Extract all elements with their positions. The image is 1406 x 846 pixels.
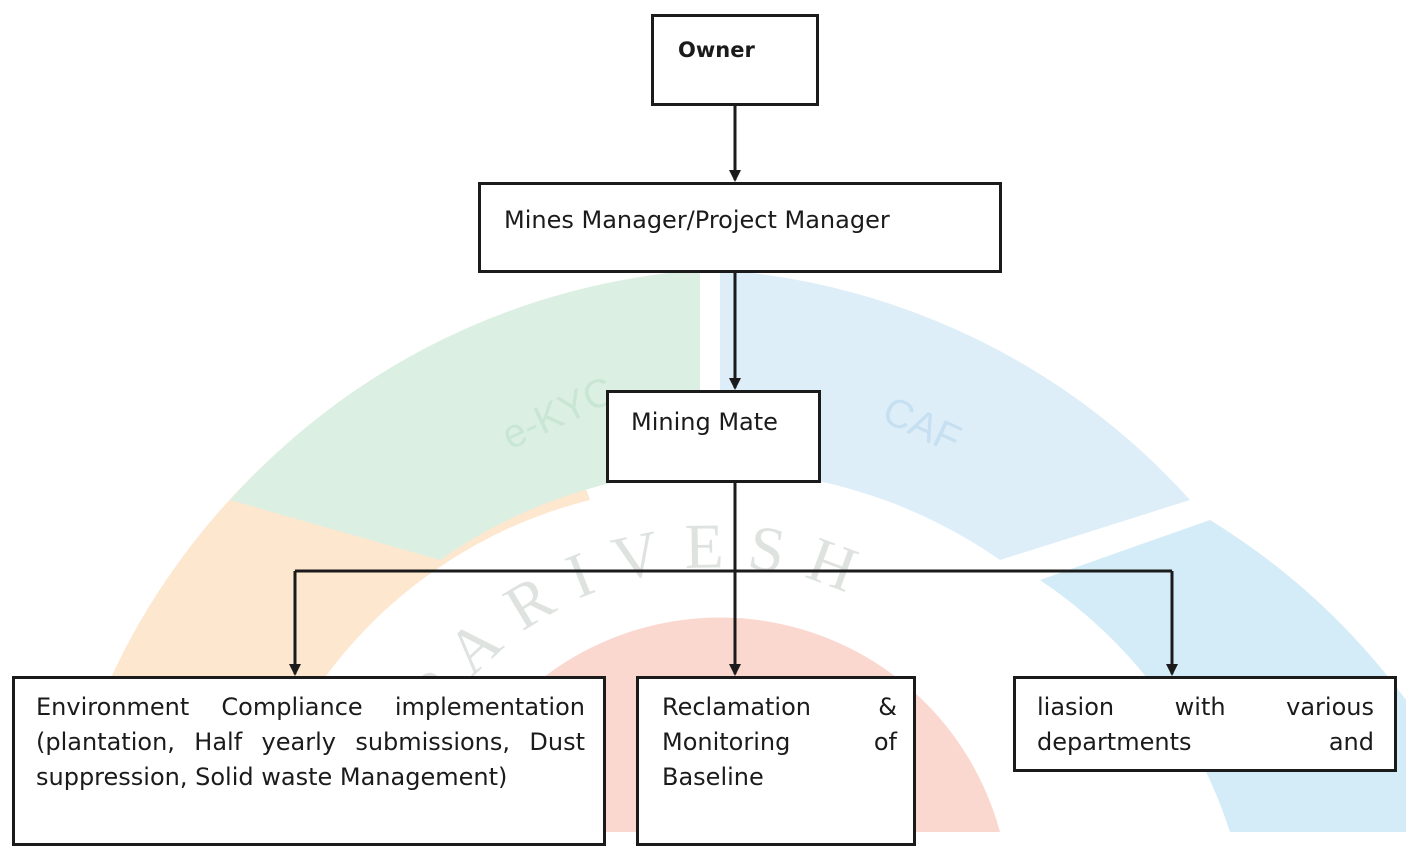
environment-compliance-line-2: (plantation, Half yearly submissions, Du… [36,728,585,756]
mines-manager-node: Mines Manager/Project Manager [478,182,1002,273]
mines-manager-label: Mines Manager/Project Manager [504,206,890,234]
reclamation-line-1: Reclamation & [662,693,897,721]
mining-mate-label: Mining Mate [631,408,778,436]
watermark-arc-blue [720,270,1190,560]
liaison-line-2: departments and [1037,728,1374,756]
environment-compliance-line-3: suppression, Solid waste Management) [36,763,508,791]
reclamation-line-3: Baseline [662,763,764,791]
mining-mate-node: Mining Mate [606,390,821,483]
arrowhead-manager [729,170,741,182]
reclamation-line-2: Monitoring of [662,728,897,756]
arrowhead-reclamation [729,664,741,676]
owner-node: Owner [651,14,819,106]
watermark-arc-green [230,270,700,560]
arrowhead-liaison [1166,664,1178,676]
arrowhead-mate [729,378,741,390]
environment-compliance-node: Environment Compliance implementation (p… [12,676,606,846]
environment-compliance-line-1: Environment Compliance implementation [36,693,585,721]
arrowhead-env [289,664,301,676]
owner-label: Owner [678,38,755,62]
reclamation-monitoring-node: Reclamation & Monitoring of Baseline [636,676,916,846]
liaison-line-1: liasion with various [1037,693,1374,721]
liaison-departments-node: liasion with various departments and [1013,676,1397,772]
